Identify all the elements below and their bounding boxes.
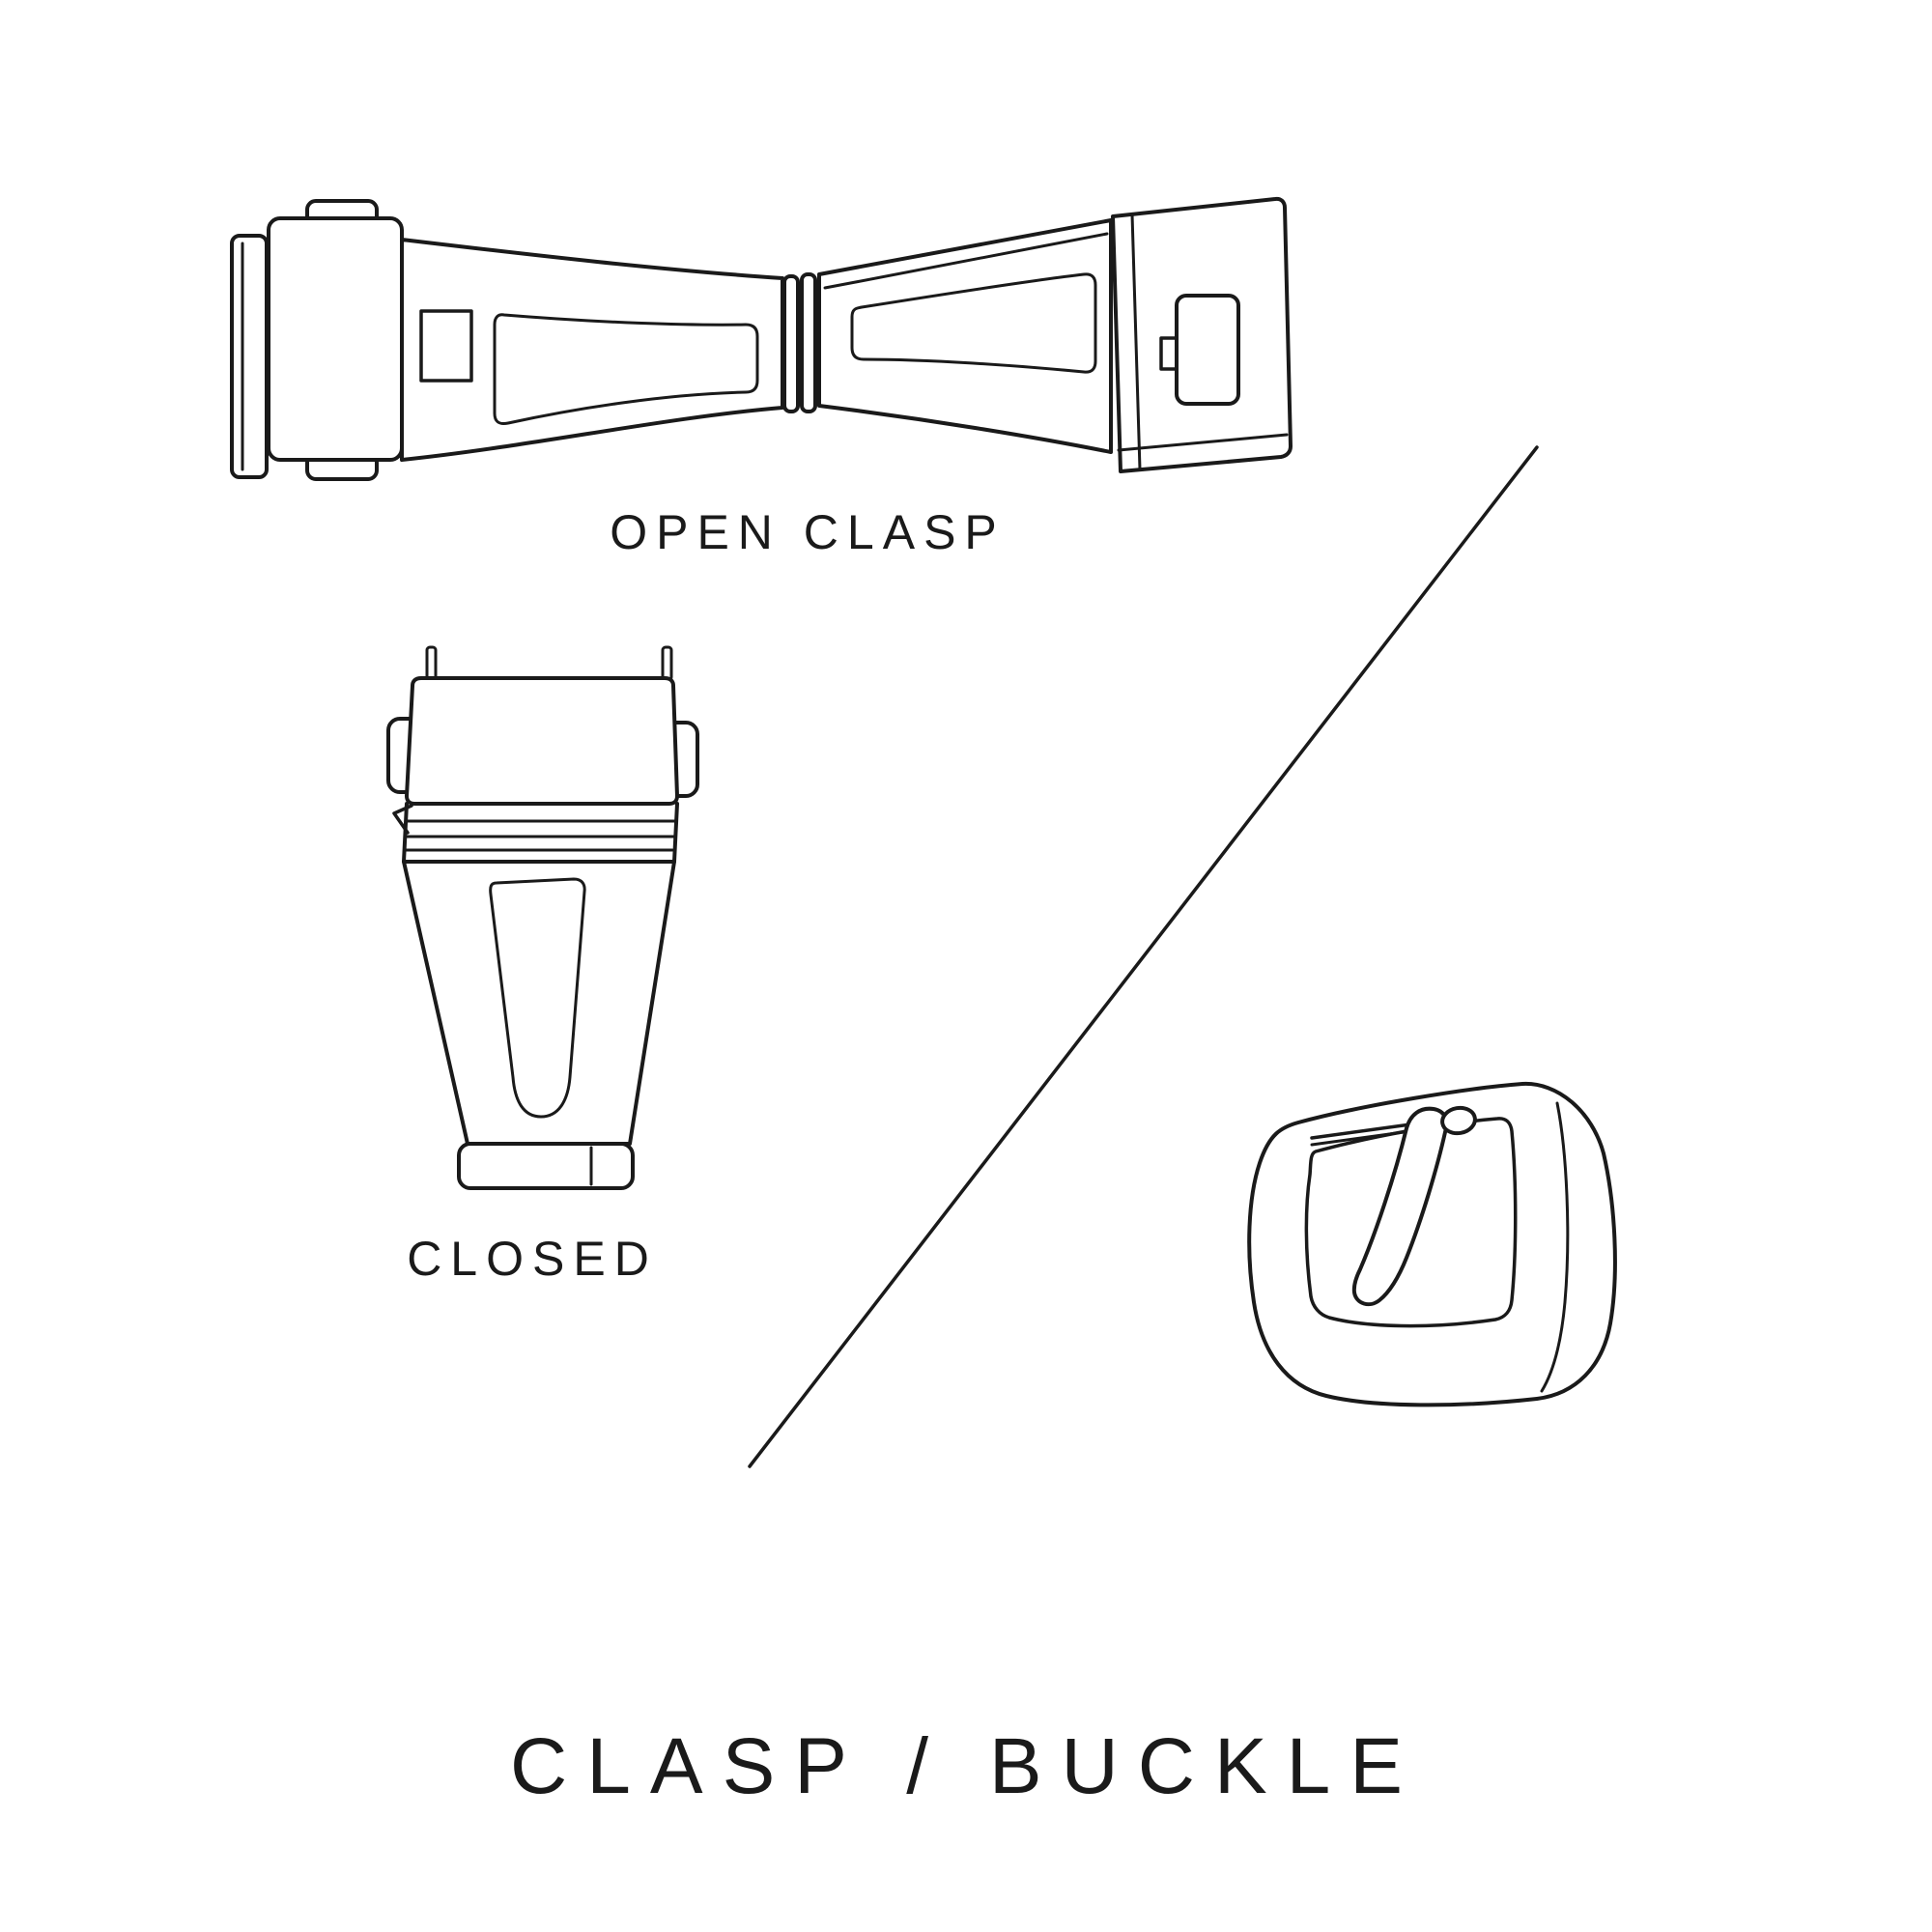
clasp-prong-left <box>425 645 438 682</box>
buckle-opening <box>1304 1117 1518 1328</box>
open-clasp-label: OPEN CLASP <box>610 505 1006 559</box>
buckle-tang-loop <box>1440 1105 1477 1136</box>
buckle-illustration <box>1247 1081 1617 1407</box>
clasp-prong-right <box>661 645 673 682</box>
clasp-catch <box>1175 294 1240 406</box>
open-clasp-illustration <box>230 196 1293 481</box>
closed-clasp-drawing <box>386 645 699 1190</box>
buckle-tang <box>1351 1106 1449 1307</box>
page-title: CLASP / BUCKLE <box>510 1722 1422 1810</box>
clasp-hinge <box>782 274 800 413</box>
clasp-bottom-cap <box>457 1142 635 1190</box>
closed-clasp-label: CLOSED <box>407 1232 658 1286</box>
open-clasp-drawing <box>230 196 1293 481</box>
clasp-fold-block <box>267 216 404 462</box>
buckle-drawing <box>1247 1081 1617 1407</box>
clasp-left-strip <box>230 234 269 479</box>
buckle-frame <box>1247 1081 1617 1407</box>
closed-clasp-illustration <box>386 645 699 1190</box>
clasp-hook-notch <box>419 309 473 383</box>
clasp-top-band <box>405 676 679 806</box>
